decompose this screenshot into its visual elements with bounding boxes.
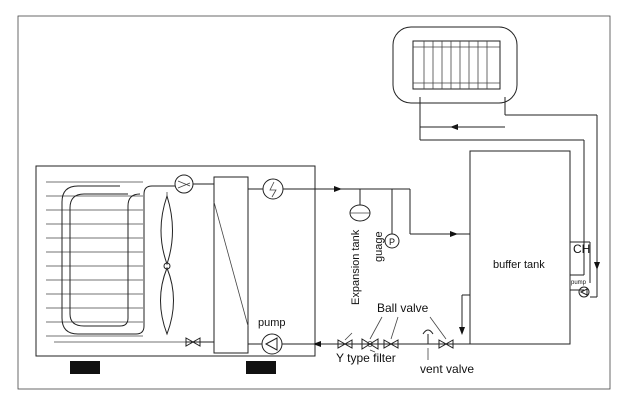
- pressure-gauge-symbol: P: [389, 237, 395, 247]
- vent-valve-label: vent valve: [420, 362, 474, 376]
- unit-foot-left: [70, 361, 100, 374]
- guage-label: guage: [373, 231, 385, 262]
- expansion-valve-icon: [185, 337, 201, 347]
- fan-icon: [160, 192, 174, 336]
- compressor-icon: [174, 174, 194, 194]
- pressure-gauge-icon: [384, 233, 400, 249]
- heat-exchanger: [213, 176, 249, 354]
- ch-label: CH: [573, 242, 590, 256]
- heat-pump-unit: [35, 165, 316, 374]
- ball-valve-label: Ball valve: [377, 301, 429, 315]
- buffer-tank: [469, 150, 571, 345]
- diagram-frame: [17, 15, 611, 390]
- buffer-tank-label: buffer tank: [493, 259, 545, 271]
- small-pump-icon: [578, 286, 590, 298]
- unit-foot-right: [246, 361, 276, 374]
- evaporator-coil: [46, 181, 186, 343]
- return-line: [282, 316, 470, 360]
- expansion-tank: [349, 204, 371, 222]
- supply-line: [283, 186, 470, 237]
- small-pump-label: pump: [571, 280, 587, 286]
- y-type-filter-label: Y type filter: [336, 351, 396, 365]
- pump-label: pump: [258, 317, 286, 329]
- expansion-tank-label: Expansion tank: [350, 229, 362, 305]
- radiator-icon: [392, 26, 518, 104]
- ch-circuit: [419, 97, 600, 298]
